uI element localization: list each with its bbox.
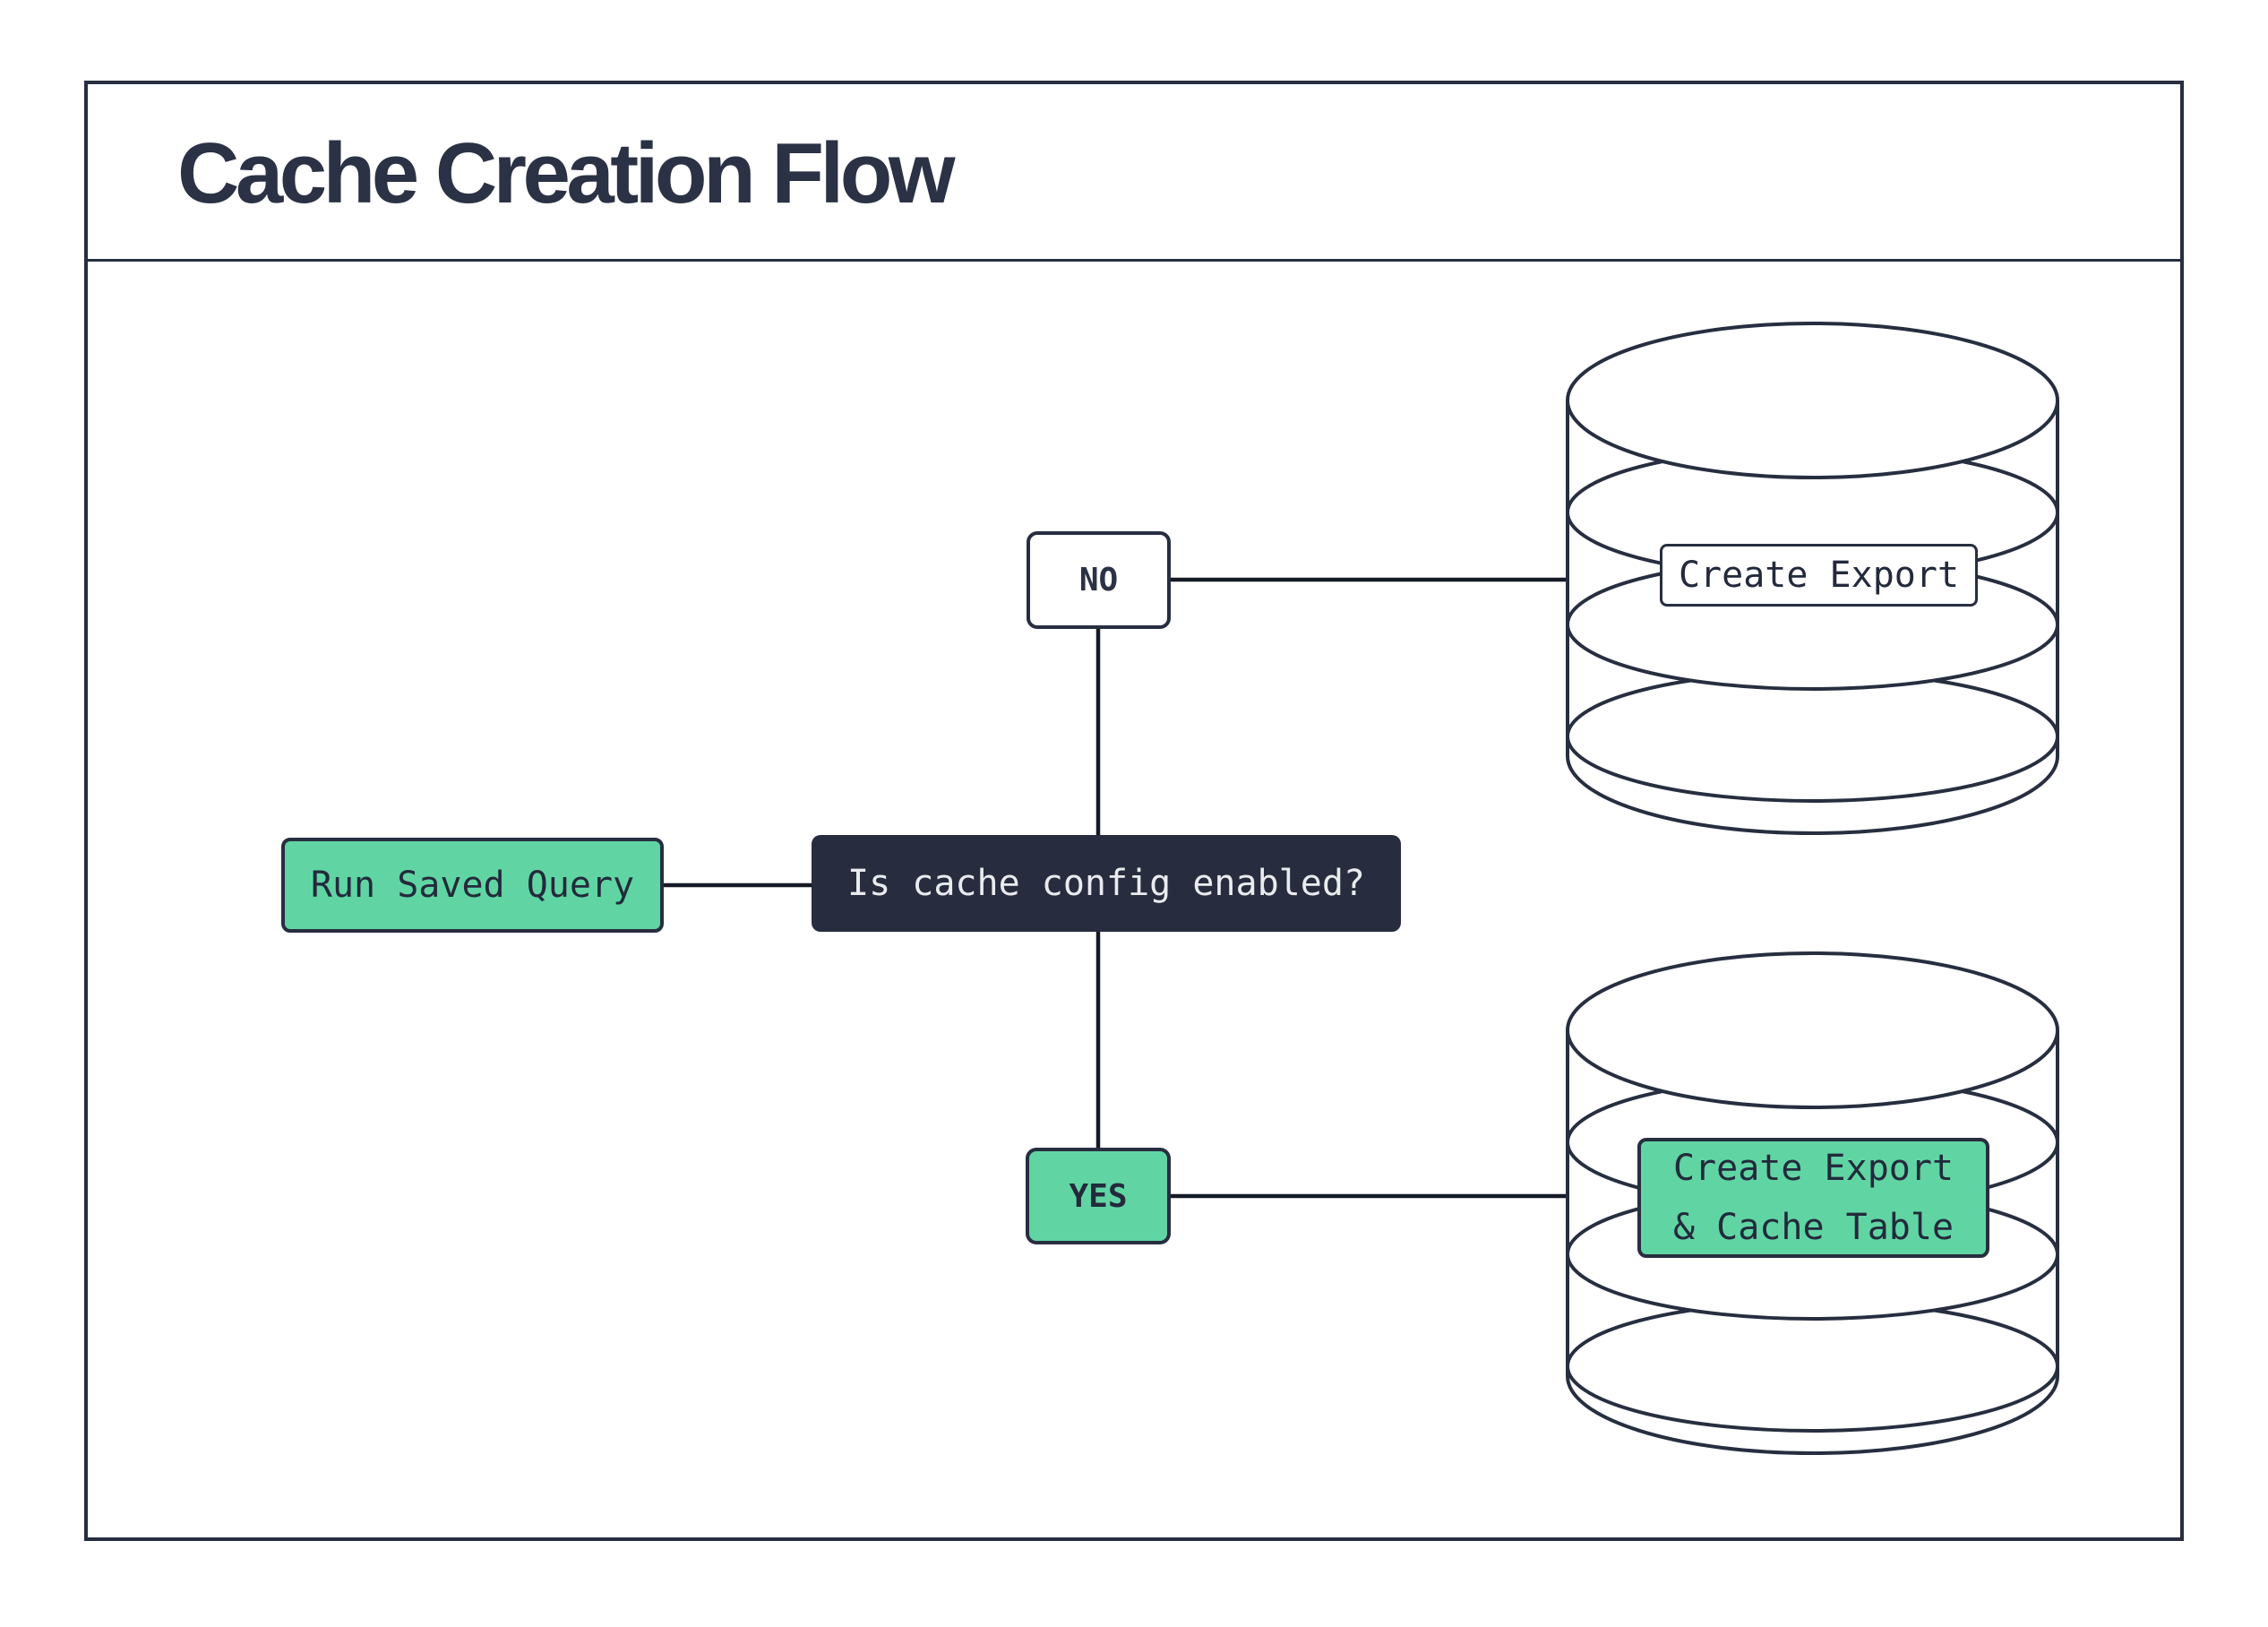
node-create-export-cache-table-line2: & Cache Table: [1672, 1207, 1954, 1248]
node-run-saved-query: Run Saved Query: [281, 838, 664, 933]
node-create-export-cache-table: Create Export & Cache Table: [1637, 1138, 1989, 1258]
cylinder-bottom-arc-top: [1566, 755, 2059, 835]
cylinder-walls-bottom: [1566, 1030, 2059, 1376]
node-create-export-cache-table-line1: Create Export: [1672, 1148, 1954, 1189]
node-create-export: Create Export: [1660, 544, 1978, 607]
diagram-frame: [84, 81, 2184, 1541]
diagram-title: Cache Creation Flow: [177, 125, 956, 221]
cylinder-bottom-arc-bottom: [1566, 1375, 2059, 1455]
node-decision-cache-config: Is cache config enabled?: [812, 835, 1401, 932]
edge-label-yes: YES: [1026, 1148, 1171, 1244]
diagram-header: [88, 84, 2180, 262]
cylinder-walls-top: [1566, 400, 2059, 756]
edge-label-no: NO: [1027, 531, 1171, 629]
